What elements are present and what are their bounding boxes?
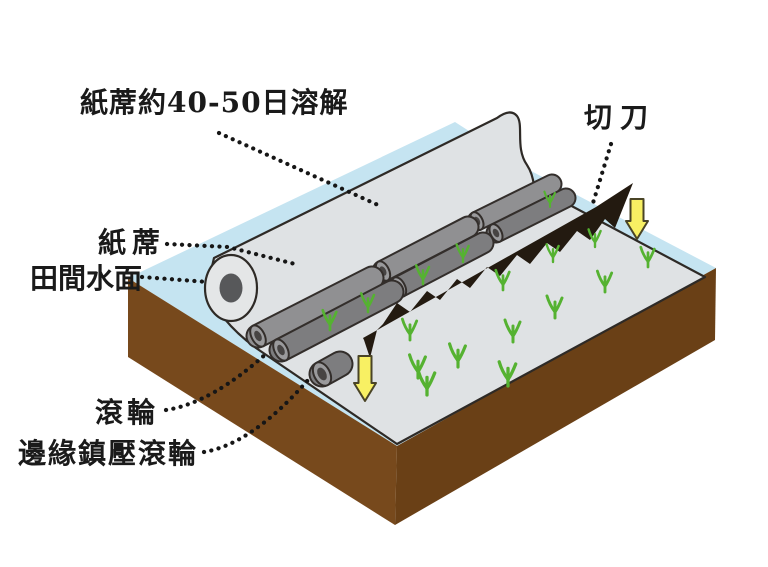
press-roller-pair-front <box>245 265 405 363</box>
down-arrow-left <box>353 355 377 402</box>
paper-roll-core <box>219 273 243 303</box>
soil-block-right-face <box>395 268 716 525</box>
leader-edge-roller <box>201 377 311 455</box>
label-field-water: 田間水面 <box>30 262 142 295</box>
label-edge-roller: 邊緣鎮壓滾輪 <box>18 437 198 470</box>
label-paper-mat: 紙蓆 <box>98 226 166 259</box>
label-dissolve-note: 紙蓆約40-50日溶解 <box>80 86 349 119</box>
leader-dissolve-note <box>216 130 381 208</box>
leader-roller <box>163 349 271 413</box>
leader-cutter <box>590 141 614 206</box>
down-arrow-right <box>625 198 649 240</box>
soil-block-left-face <box>128 278 397 525</box>
leader-paper-mat <box>164 241 298 267</box>
press-roller-pair-middle <box>371 215 495 299</box>
edge-press-roller <box>308 350 354 388</box>
cutter-blade <box>363 183 633 358</box>
label-cutter: 切刀 <box>584 101 656 134</box>
label-roller: 滾輪 <box>95 396 159 429</box>
